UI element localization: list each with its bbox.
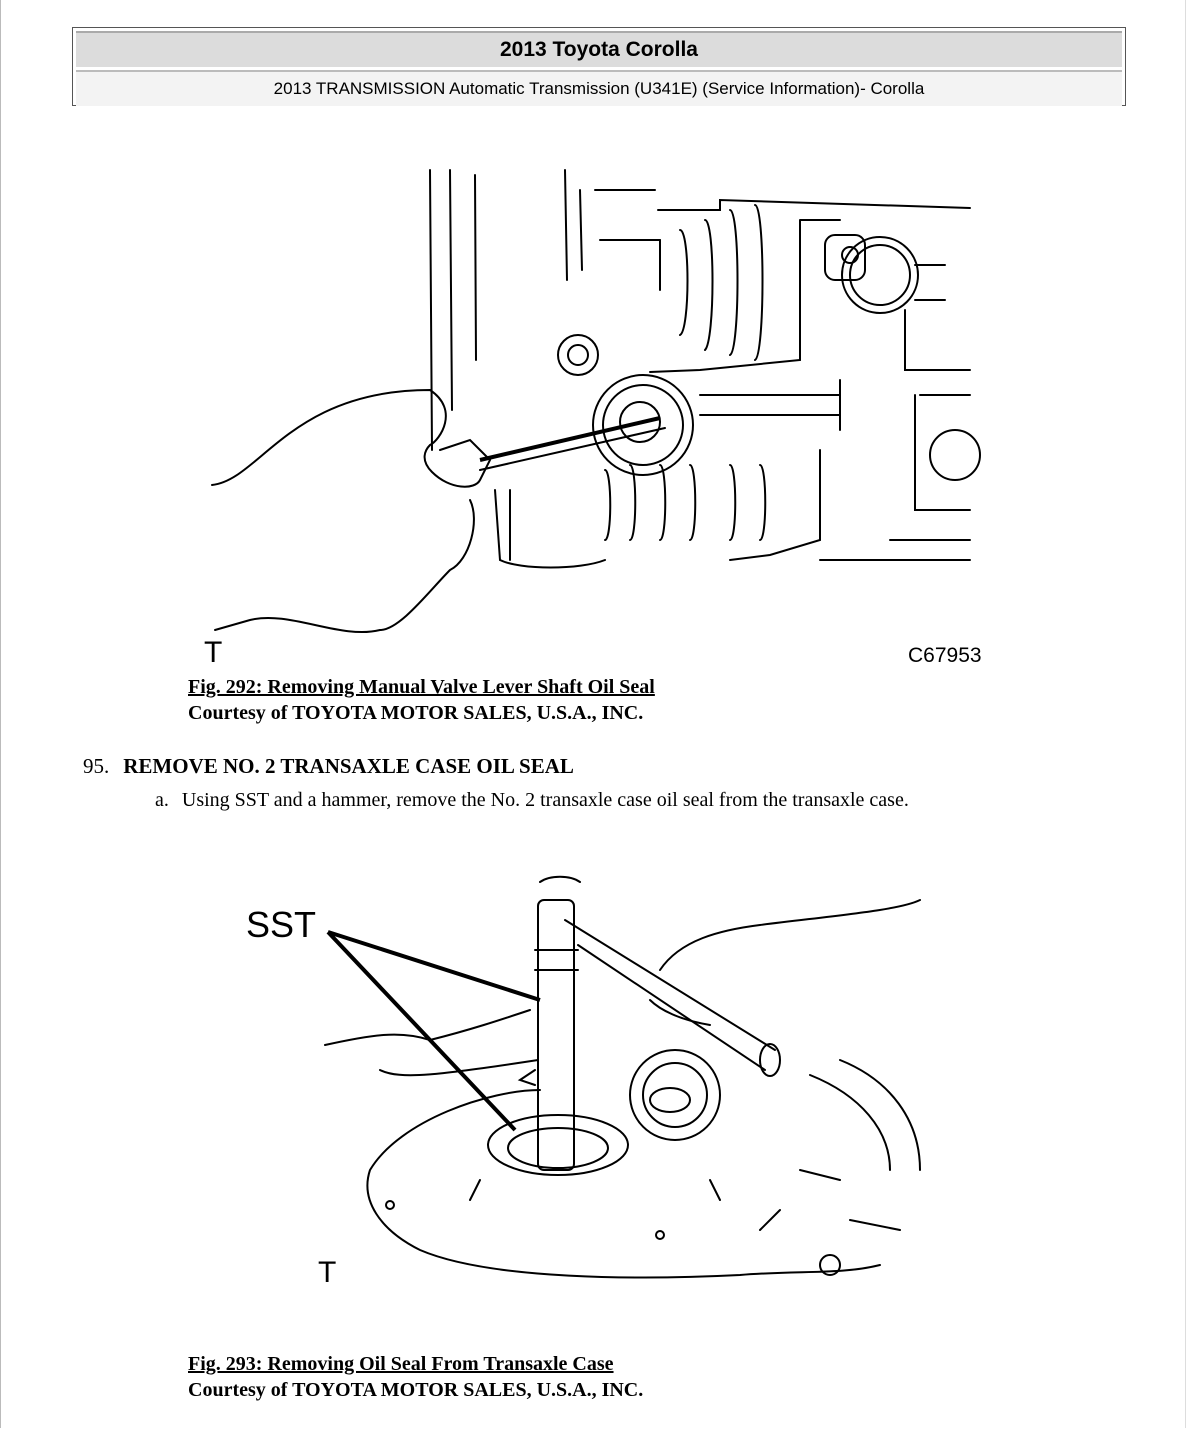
figure-292-t-label: T	[204, 636, 222, 669]
step-95: 95. REMOVE NO. 2 TRANSAXLE CASE OIL SEAL	[83, 754, 574, 779]
document-header: 2013 Toyota Corolla 2013 TRANSMISSION Au…	[72, 27, 1126, 106]
substep-marker: a.	[155, 789, 169, 811]
header-subtitle: 2013 TRANSMISSION Automatic Transmission…	[76, 70, 1122, 106]
figure-292-code: C67953	[908, 644, 982, 667]
figure-293-courtesy: Courtesy of TOYOTA MOTOR SALES, U.S.A., …	[188, 1379, 644, 1401]
header-title: 2013 Toyota Corolla	[76, 31, 1122, 67]
figure-292-courtesy: Courtesy of TOYOTA MOTOR SALES, U.S.A., …	[188, 702, 644, 724]
step-number: 95.	[83, 754, 110, 778]
figure-293-illustration: SST T	[246, 875, 921, 1289]
sst-label: SST	[246, 904, 316, 945]
figure-293-t-label: T	[318, 1256, 336, 1289]
substep-a: a. Using SST and a hammer, remove the No.…	[155, 789, 909, 812]
figure-292-caption: Fig. 292: Removing Manual Valve Lever Sh…	[188, 676, 655, 698]
step-title: REMOVE NO. 2 TRANSAXLE CASE OIL SEAL	[123, 754, 574, 778]
figure-293-caption: Fig. 293: Removing Oil Seal From Transax…	[188, 1353, 614, 1375]
figure-292-illustration: T C67953	[204, 169, 982, 669]
substep-text: Using SST and a hammer, remove the No. 2…	[181, 789, 909, 811]
